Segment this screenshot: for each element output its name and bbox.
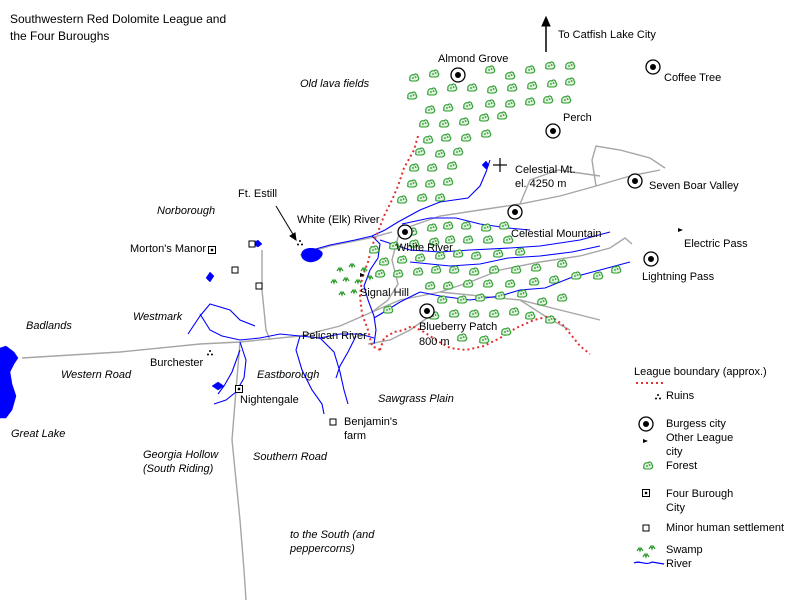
label-white-river-city: White River	[396, 242, 453, 254]
label-burchester: Burchester	[150, 357, 204, 369]
label-almond-grove: Almond Grove	[438, 53, 509, 65]
region-western-road: Western Road	[61, 369, 132, 381]
label-catfish-lake-city: To Catfish Lake City	[558, 29, 656, 41]
catfish-arrow-icon	[541, 15, 551, 52]
label-celestial-mt: Celestial Mt.	[515, 164, 576, 176]
label-mortons-manor: Morton's Manor	[130, 243, 207, 255]
label-signal-hill: Signal Hill	[360, 287, 409, 299]
region-norborough: Norborough	[157, 205, 216, 217]
legend-swamp-label: Swamp	[666, 544, 703, 556]
legend-minor-label: Minor human settlement	[666, 522, 784, 534]
cross-peak-icon	[493, 158, 507, 172]
league-boundary	[358, 135, 591, 355]
map-title-line2: the Four Buroughs	[10, 29, 110, 43]
label-coffee-tree: Coffee Tree	[664, 72, 722, 84]
region-sawgrass-plain: Sawgrass Plain	[378, 393, 454, 405]
legend-other-label-line2: city	[666, 446, 683, 458]
legend-other-label-line1: Other League	[666, 432, 734, 444]
label-blueberry-elevation: 800 m	[419, 336, 450, 348]
legend-symbols	[633, 382, 665, 565]
map-title: Southwestern Red Dolomite League and the…	[10, 11, 270, 45]
region-to-the-south-line2: peppercorns)	[290, 543, 355, 555]
legend-forest-label: Forest	[666, 460, 698, 472]
label-ft-estill: Ft. Estill	[238, 188, 278, 200]
region-old-lava-fields: Old lava fields	[300, 78, 370, 90]
legend-burgess-label: Burgess city	[666, 418, 726, 430]
region-georgia-hollow-line1: Georgia Hollow	[143, 449, 219, 461]
legend-ruins-label: Ruins	[666, 390, 695, 402]
label-perch: Perch	[563, 112, 592, 124]
legend-river-label: River	[666, 558, 692, 570]
label-electric-pass: Electric Pass	[684, 238, 748, 250]
ft-estill-pointer	[275, 205, 297, 242]
legend-four-burough-label-line2: City	[666, 502, 685, 514]
forest-trees	[369, 61, 622, 344]
label-celestial-mountain: Celestial Mountain	[511, 228, 602, 240]
legend-boundary-label: League boundary (approx.)	[634, 366, 767, 378]
label-nightengale: Nightengale	[240, 394, 299, 406]
label-benjamins-farm-line2: farm	[344, 430, 366, 442]
label-benjamins-farm-line1: Benjamin's	[344, 416, 398, 428]
label-blueberry-patch: Blueberry Patch	[419, 321, 498, 333]
label-white-elk-river: White (Elk) River	[297, 214, 380, 226]
region-westmark: Westmark	[133, 311, 183, 323]
label-lightning-pass: Lightning Pass	[642, 271, 715, 283]
region-georgia-hollow-line2: (South Riding)	[143, 463, 214, 475]
label-pelican-river: Pelican River	[302, 330, 367, 342]
label-celestial-elevation: el. 4250 m	[515, 178, 567, 190]
region-eastborough: Eastborough	[257, 369, 320, 381]
region-to-the-south-line1: to the South (and	[290, 529, 375, 541]
region-southern-road: Southern Road	[253, 451, 327, 463]
label-seven-boar-valley: Seven Boar Valley	[649, 180, 739, 192]
legend-four-burough-label-line1: Four Burough	[666, 488, 734, 500]
region-great-lake: Great Lake	[11, 428, 66, 440]
region-badlands: Badlands	[26, 320, 72, 332]
rivers	[187, 159, 631, 415]
map-title-line1: Southwestern Red Dolomite League and	[10, 12, 227, 26]
